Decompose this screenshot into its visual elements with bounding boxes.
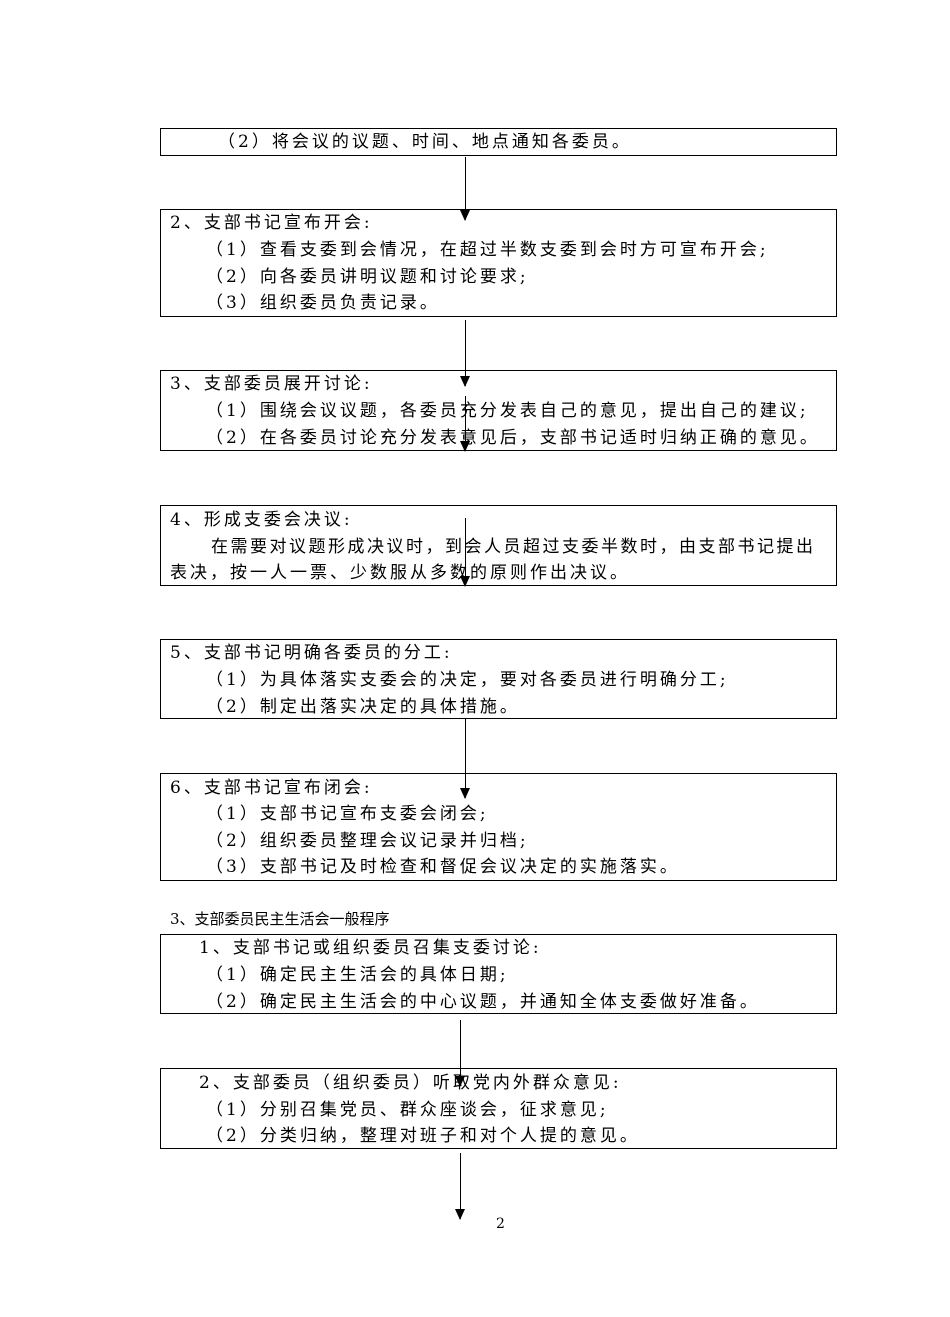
box-title: 3、支部委员展开讨论: [170, 374, 373, 394]
down-arrow [455, 1153, 465, 1220]
box-line: （1）支部书记宣布支委会闭会; [206, 804, 489, 824]
box-line: （1）分别召集党员、群众座谈会，征求意见; [206, 1100, 609, 1120]
box-title: 5、支部书记明确各委员的分工: [170, 643, 453, 663]
down-arrow [455, 1020, 465, 1087]
section-heading: 3、支部委员民主生活会一般程序 [170, 910, 390, 928]
flow-box-collect-opinions: 2、支部委员（组织委员）听取党内外群众意见: （1）分别召集党员、群众座谈会，征… [160, 1068, 837, 1149]
box-line: （1）确定民主生活会的具体日期; [206, 965, 509, 985]
box-title: 2、支部书记宣布开会: [170, 213, 373, 233]
box-line: （2）组织委员整理会议记录并归档; [206, 831, 529, 851]
box-line: （2）分类归纳，整理对班子和对个人提的意见。 [206, 1126, 640, 1146]
box-line: （2）在各委员讨论充分发表意见后，支部书记适时归纳正确的意见。 [206, 428, 820, 448]
flow-box-assign-tasks: 5、支部书记明确各委员的分工: （1）为具体落实支委会的决定，要对各委员进行明确… [160, 639, 837, 719]
box-line: （2）确定民主生活会的中心议题，并通知全体支委做好准备。 [206, 992, 760, 1012]
box-line: （3）组织委员负责记录。 [206, 293, 440, 313]
down-arrow [460, 719, 470, 799]
flow-box-close-meeting: 6、支部书记宣布闭会: （1）支部书记宣布支委会闭会; （2）组织委员整理会议记… [160, 773, 837, 881]
down-arrow [460, 157, 470, 221]
box-title: 2、支部委员（组织委员）听取党内外群众意见: [199, 1073, 622, 1093]
flow-box-notify: （2）将会议的议题、时间、地点通知各委员。 [160, 128, 837, 156]
down-arrow [460, 396, 470, 452]
down-arrow [460, 518, 470, 587]
box-line: （2）制定出落实决定的具体措施。 [206, 697, 520, 717]
box-title: 6、支部书记宣布闭会: [170, 778, 373, 798]
page-number: 2 [496, 1216, 505, 1232]
box-line: 表决，按一人一票、少数服从多数的原则作出决议。 [170, 563, 630, 583]
flow-box-discussion: 3、支部委员展开讨论: （1）围绕会议议题，各委员充分发表自己的意见，提出自己的… [160, 370, 837, 451]
box-title: 4、形成支委会决议: [170, 510, 353, 530]
box-line: （1）为具体落实支委会的决定，要对各委员进行明确分工; [206, 670, 729, 690]
box-line: （2）将会议的议题、时间、地点通知各委员。 [218, 132, 632, 152]
box-line: （2）向各委员讲明议题和讨论要求; [206, 267, 529, 287]
box-line: （1）查看支委到会情况，在超过半数支委到会时方可宣布开会; [206, 240, 769, 260]
flow-box-convene: 1、支部书记或组织委员召集支委讨论: （1）确定民主生活会的具体日期; （2）确… [160, 934, 837, 1014]
box-line: （1）围绕会议议题，各委员充分发表自己的意见，提出自己的建议; [206, 401, 809, 421]
box-title: 1、支部书记或组织委员召集支委讨论: [199, 938, 542, 958]
flow-box-resolution: 4、形成支委会决议: 在需要对议题形成决议时，到会人员超过支委半数时，由支部书记… [160, 505, 837, 586]
down-arrow [460, 320, 470, 387]
flow-box-open-meeting: 2、支部书记宣布开会: （1）查看支委到会情况，在超过半数支委到会时方可宣布开会… [160, 209, 837, 317]
box-line: （3）支部书记及时检查和督促会议决定的实施落实。 [206, 857, 680, 877]
box-line: 在需要对议题形成决议时，到会人员超过支委半数时，由支部书记提出 [211, 537, 816, 557]
